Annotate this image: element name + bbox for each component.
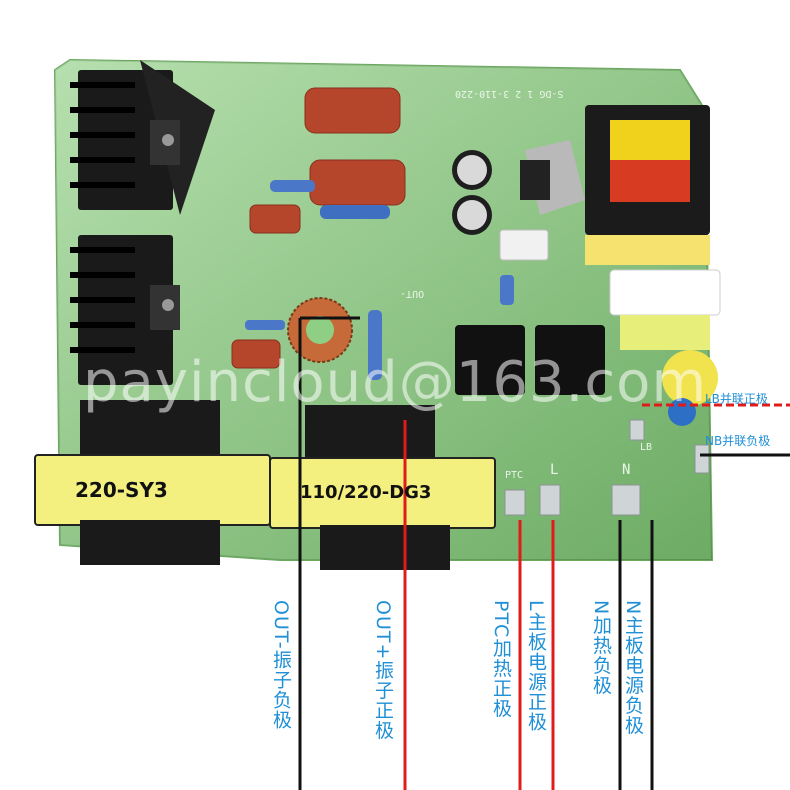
transformer-left-body bbox=[34, 400, 271, 565]
label-n-heat: N加热负极 bbox=[590, 600, 612, 696]
label-nb: NB并联负极 bbox=[705, 434, 771, 448]
terminals bbox=[504, 419, 710, 516]
silk-n: N bbox=[622, 462, 631, 478]
silk-out: OUT- bbox=[400, 288, 425, 299]
label-out-minus: OUT-振子负极 bbox=[270, 600, 292, 730]
aux-transformer bbox=[585, 105, 710, 265]
silk-model: S-DG 1 2 3-110-220 bbox=[455, 88, 564, 99]
connector-white bbox=[499, 229, 549, 261]
silk-l: L bbox=[550, 462, 559, 478]
silk-ptc: PTC bbox=[505, 470, 524, 481]
heatsink bbox=[70, 60, 215, 385]
toroid-inductor bbox=[287, 297, 353, 363]
label-l-main: L主板电源正极 bbox=[525, 600, 547, 732]
relays bbox=[455, 325, 605, 395]
silk-lb: LB bbox=[640, 442, 653, 453]
label-ptc: PTC加热正极 bbox=[490, 600, 512, 719]
transformer-center-label: 110/220-DG3 bbox=[300, 482, 432, 503]
label-lb: LB并联正极 bbox=[705, 392, 768, 406]
wires bbox=[298, 316, 790, 790]
transformer-left-label: 220-SY3 bbox=[75, 478, 168, 502]
transformer-center-body bbox=[269, 405, 496, 570]
label-out-plus: OUT+振子正极 bbox=[372, 600, 394, 741]
regulator bbox=[520, 140, 585, 215]
film-capacitors bbox=[231, 87, 406, 369]
resistors bbox=[245, 180, 514, 380]
label-n-main: N主板电源负极 bbox=[622, 600, 644, 736]
right-connectors bbox=[609, 269, 721, 426]
electrolytic-capacitors bbox=[452, 150, 492, 235]
